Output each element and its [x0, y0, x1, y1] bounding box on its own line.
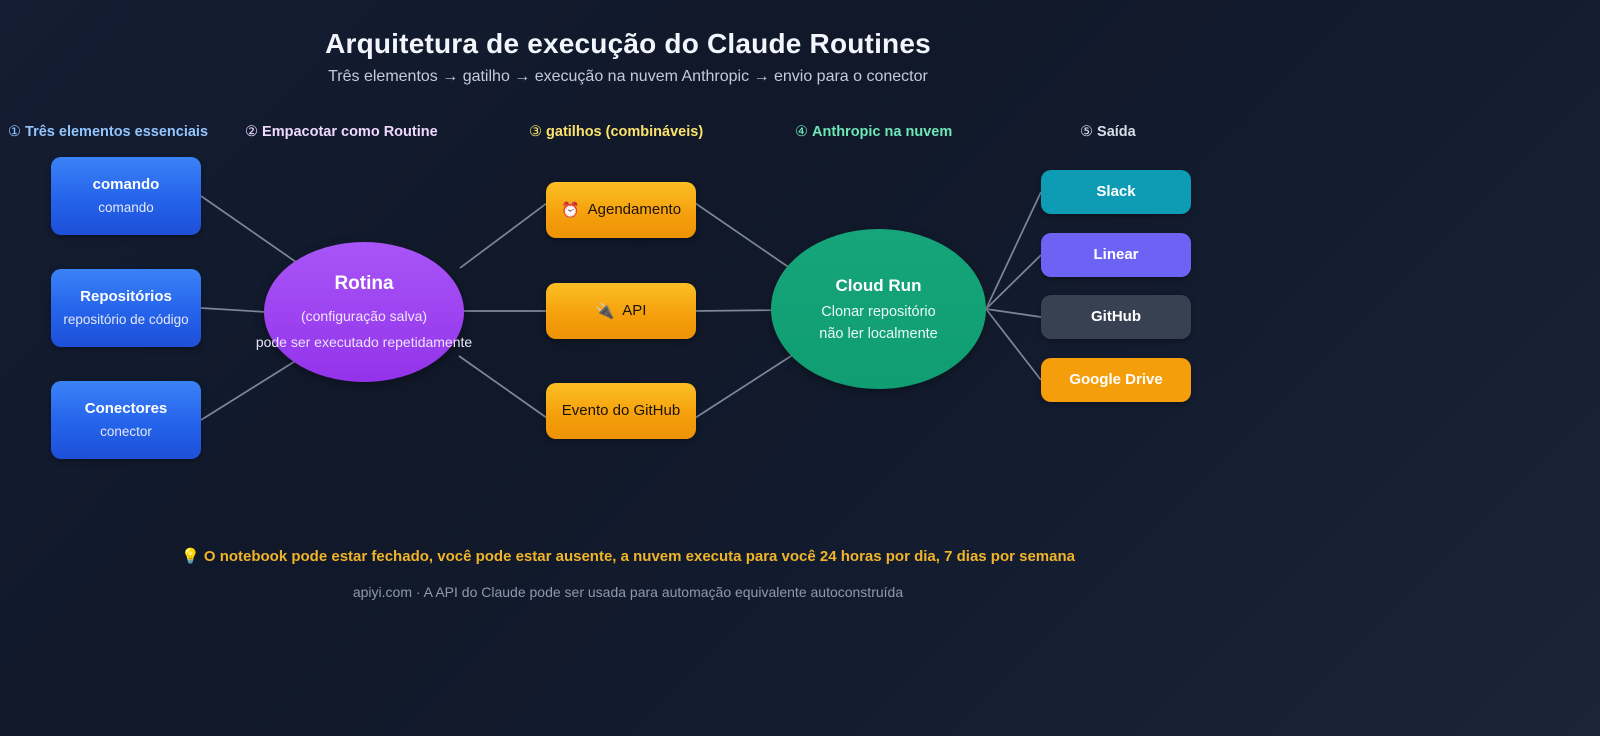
node-note: pode ser executado repetidamente: [255, 334, 473, 351]
node-title: Evento do GitHub: [561, 402, 681, 420]
column-number: ⑤: [1080, 124, 1098, 140]
node-title: GitHub: [1091, 308, 1141, 326]
node-subtitle: repositório de código: [63, 311, 189, 327]
node-title: Slack: [1096, 183, 1136, 201]
column-label: gatilhos (combináveis): [546, 124, 704, 140]
column-header-gatilhos: ③ gatilhos (combináveis): [529, 124, 703, 140]
node-trigger-api[interactable]: 🔌 API: [546, 283, 696, 339]
footer-credit: apiyi.com · A API do Claude pode ser usa…: [352, 584, 904, 600]
node-trigger-evento-github[interactable]: Evento do GitHub: [546, 383, 696, 439]
footer-note: 💡 O notebook pode estar fechado, você po…: [0, 547, 1256, 565]
node-title: comando: [92, 176, 160, 194]
edge-comando-rotina: [200, 195, 297, 263]
column-header-anthropic: ④ Anthropic na nuvem: [795, 124, 952, 140]
alarm-clock-icon: ⏰: [560, 201, 580, 219]
edge-cloudrun-github: [985, 308, 1042, 318]
lightbulb-icon: 💡: [181, 548, 200, 565]
node-cloud-run[interactable]: Cloud Run Clonar repositório não ler loc…: [771, 229, 986, 389]
node-conectores[interactable]: Conectores conector: [51, 381, 201, 459]
node-output-github[interactable]: GitHub: [1041, 295, 1191, 339]
edge-rotina-agendamento: [459, 202, 548, 269]
column-label: Três elementos essenciais: [25, 124, 209, 140]
node-trigger-agendamento[interactable]: ⏰ Agendamento: [546, 182, 696, 238]
column-label: Saída: [1097, 124, 1136, 140]
page-title: Arquitetura de execução do Claude Routin…: [325, 28, 931, 59]
plug-icon: 🔌: [595, 302, 615, 320]
node-title: Cloud Run: [835, 275, 922, 295]
column-header-routine: ② Empacotar como Routine: [245, 124, 438, 140]
column-number: ②: [245, 124, 263, 140]
column-label: Anthropic na nuvem: [812, 124, 953, 140]
edge-cloudrun-linear: [985, 254, 1042, 310]
edge-cloudrun-slack: [985, 191, 1042, 310]
edge-cloudrun-googledrive: [985, 308, 1042, 381]
node-subtitle: (configuração salva): [300, 308, 428, 325]
column-number: ④: [795, 124, 813, 140]
page-subtitle: Três elementos → gatilho → execução na n…: [328, 68, 928, 85]
node-title: Repositórios: [80, 288, 172, 306]
node-title: Rotina: [334, 273, 394, 295]
node-title: API: [622, 302, 647, 320]
node-note: não ler localmente: [819, 325, 938, 342]
edge-agendamento-cloudrun: [694, 202, 801, 276]
node-comando[interactable]: comando comando: [51, 157, 201, 235]
edge-evento-cloudrun: [694, 348, 803, 419]
edge-conectores-rotina: [200, 359, 298, 421]
node-output-slack[interactable]: Slack: [1041, 170, 1191, 214]
node-rotina[interactable]: Rotina (configuração salva) pode ser exe…: [256, 242, 472, 382]
node-subtitle: Clonar repositório: [821, 303, 936, 320]
node-title: Google Drive: [1069, 371, 1163, 389]
node-title: Agendamento: [587, 201, 682, 219]
edge-rotina-evento: [458, 355, 548, 419]
footer-note-text: O notebook pode estar fechado, você pode…: [203, 548, 1075, 565]
column-number: ③: [529, 124, 547, 140]
node-output-linear[interactable]: Linear: [1041, 233, 1191, 277]
node-subtitle: conector: [100, 423, 152, 439]
node-output-google-drive[interactable]: Google Drive: [1041, 358, 1191, 402]
node-repositorios[interactable]: Repositórios repositório de código: [51, 269, 201, 347]
column-label: Empacotar como Routine: [262, 124, 438, 140]
column-header-saida: ⑤ Saída: [1080, 124, 1136, 140]
node-title: Conectores: [84, 400, 168, 418]
node-subtitle: comando: [98, 199, 154, 215]
column-header-elementos: ① Três elementos essenciais: [8, 124, 208, 140]
column-number: ①: [8, 124, 26, 140]
node-title: Linear: [1093, 246, 1139, 264]
edge-repositorios-rotina: [200, 307, 267, 313]
